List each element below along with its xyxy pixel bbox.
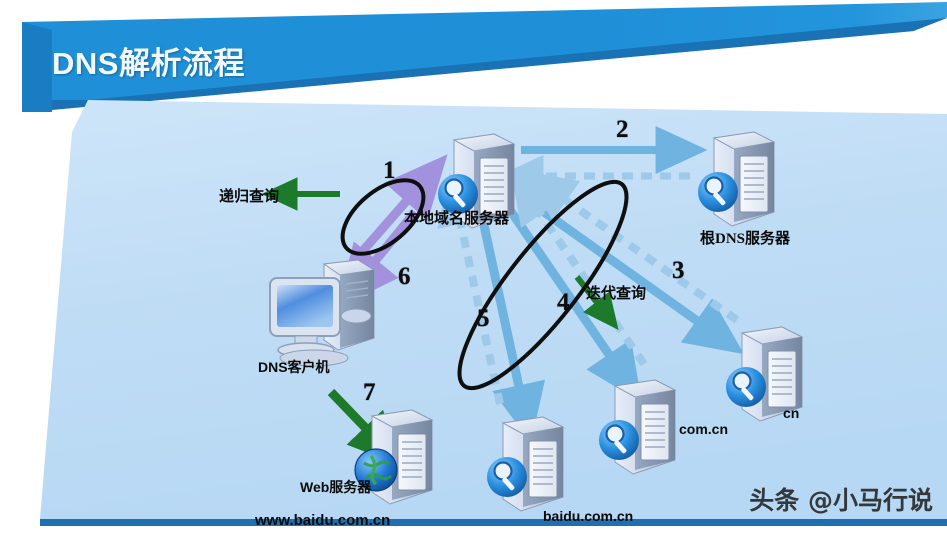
content-panel: 本地域名服务器 根DNS服务器 DNS客户机 cn com.cn baidu.c…	[0, 92, 947, 539]
step-number-3: 3	[672, 257, 685, 284]
arrow-layer	[261, 126, 745, 467]
magnifier-icon	[438, 174, 478, 214]
node-root-dns-server[interactable]	[698, 131, 776, 227]
label-iterative-query: 迭代查询	[586, 286, 647, 302]
label-dns-client: DNS客户机	[258, 359, 330, 375]
label-web-server-url: www.baidu.com.cn	[255, 512, 391, 529]
arrow-iterative-query	[574, 275, 619, 331]
node-baidu-server[interactable]	[487, 416, 565, 512]
magnifier-icon	[726, 367, 766, 407]
highlight-ellipse-recursive	[340, 178, 426, 256]
node-comcn-server[interactable]	[599, 379, 677, 475]
node-local-dns-server[interactable]	[438, 133, 516, 229]
highlight-ellipse-iterative	[457, 179, 629, 391]
label-web-server: Web服务器	[300, 479, 372, 495]
label-root-dns-server: 根DNS服务器	[700, 231, 791, 247]
node-web-server[interactable]	[354, 409, 434, 505]
dns-flow-diagram	[40, 100, 947, 526]
label-local-dns-server: 本地域名服务器	[404, 211, 510, 227]
node-dns-client[interactable]	[269, 259, 376, 367]
magnifier-icon	[599, 420, 639, 460]
arrow-step-5	[477, 215, 546, 443]
step-number-1: 1	[383, 157, 396, 184]
label-baidu-server: baidu.com.cn	[543, 508, 634, 524]
magnifier-icon	[487, 457, 527, 497]
watermark: 头条 @小马行说	[749, 486, 933, 515]
label-recursive-query: 递归查询	[219, 189, 280, 205]
step-number-5: 5	[477, 305, 490, 332]
banner-shape	[22, 2, 947, 112]
magnifier-icon	[698, 172, 738, 212]
arrow-step-4	[506, 207, 642, 403]
step-number-6: 6	[398, 263, 411, 290]
step-number-2: 2	[616, 116, 629, 143]
label-comcn-server: com.cn	[679, 421, 729, 437]
globe-icon	[354, 448, 398, 492]
node-cn-server[interactable]	[726, 326, 804, 422]
title-banner: DNS解析流程	[0, 0, 947, 132]
label-cn-server: cn	[783, 405, 800, 421]
page-title: DNS解析流程	[52, 46, 245, 81]
step-number-7: 7	[363, 379, 376, 406]
step-number-4: 4	[557, 289, 570, 316]
monitor-icon	[269, 277, 341, 358]
arrow-step-3	[527, 198, 745, 355]
arrow-step-5-reply	[437, 173, 504, 405]
